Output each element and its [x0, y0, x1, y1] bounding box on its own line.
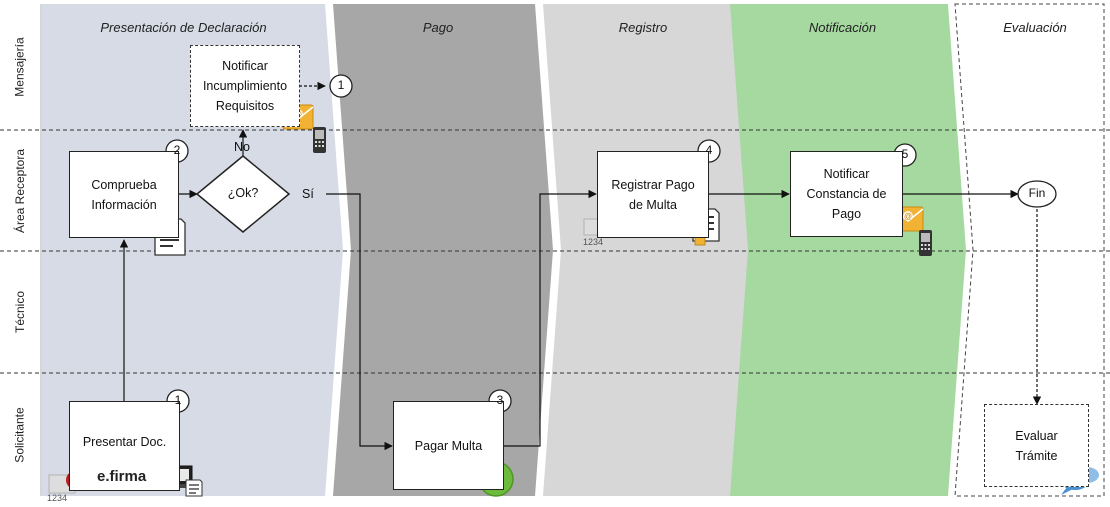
svg-text:@: @ — [904, 212, 912, 221]
fin-label: Fin — [1028, 186, 1046, 200]
edge-label-no: No — [234, 140, 250, 154]
efirma-logo: e.firma — [97, 468, 147, 485]
decision-label: ¿Ok? — [227, 186, 259, 200]
arrow-si-to-pagar — [326, 193, 393, 451]
comprueba-informacion-box: Comprueba Información — [69, 151, 179, 238]
edge-label-si: Sí — [302, 187, 314, 201]
lane-title-evaluacion: Evaluación — [1003, 20, 1067, 35]
box-line: Notificar — [222, 59, 268, 73]
box-line: Constancia de — [806, 187, 887, 201]
row-label-area-receptora: Área Receptora — [1, 130, 39, 251]
box-line: Comprueba — [91, 177, 157, 192]
notificar-constancia-box: Notificar Constancia de Pago — [790, 151, 903, 237]
evaluar-tramite-box: Evaluar Trámite — [984, 404, 1089, 487]
step-number: 5 — [901, 147, 909, 161]
lane-registro-bg — [543, 4, 756, 496]
box-line: Notificar — [823, 167, 870, 181]
box-line: Trámite — [1015, 448, 1058, 463]
step-circle-notificar — [329, 74, 353, 98]
phone-icon — [313, 127, 326, 153]
box-line: Evaluar — [1015, 428, 1058, 443]
code-badge: 1234 — [47, 493, 68, 503]
phone-icon — [919, 230, 932, 256]
row-label-mensajeria: Mensajería — [1, 4, 39, 130]
code-badge: 1234 — [583, 237, 604, 247]
fin-terminator — [1017, 180, 1057, 208]
lane-title-pago: Pago — [422, 20, 454, 35]
box-line: de Multa — [629, 197, 677, 212]
row-label-text: Técnico — [13, 290, 27, 334]
box-line: Pagar Multa — [414, 438, 483, 453]
step-number: 4 — [705, 143, 713, 157]
row-label-text: Mensajería — [13, 37, 27, 97]
notificar-incumplimiento-box: Notificar Incumplimiento Requisitos — [190, 45, 300, 127]
row-label-text: Área Receptora — [13, 148, 28, 233]
lane-title-notificacion: Notificación — [808, 20, 877, 35]
lane-title-registro: Registro — [618, 20, 668, 35]
arrow-pagar-to-registrar — [504, 189, 597, 447]
step-number: 3 — [496, 393, 504, 407]
pagar-multa-box: Pagar Multa — [393, 401, 504, 490]
step-number: 1 — [174, 393, 182, 407]
box-line: Requisitos — [215, 99, 275, 113]
presentar-doc-box: Presentar Doc. — [69, 401, 180, 491]
box-line: Incumplimiento — [202, 79, 288, 93]
row-label-tecnico: Técnico — [1, 251, 39, 373]
lane-title-presentacion: Presentación de Declaración — [100, 20, 267, 35]
box-line: Información — [91, 197, 157, 212]
box-line: Presentar Doc. — [82, 435, 167, 449]
box-line: Registrar Pago — [611, 177, 695, 192]
step-number: 1 — [337, 78, 345, 92]
box-line: Pago — [831, 207, 862, 221]
row-label-text: Solicitante — [13, 406, 27, 463]
decision-ok-diamond — [195, 155, 291, 233]
step-number: 2 — [173, 143, 181, 157]
registrar-pago-box: Registrar Pago de Multa — [597, 151, 709, 238]
row-label-solicitante: Solicitante — [1, 373, 39, 496]
